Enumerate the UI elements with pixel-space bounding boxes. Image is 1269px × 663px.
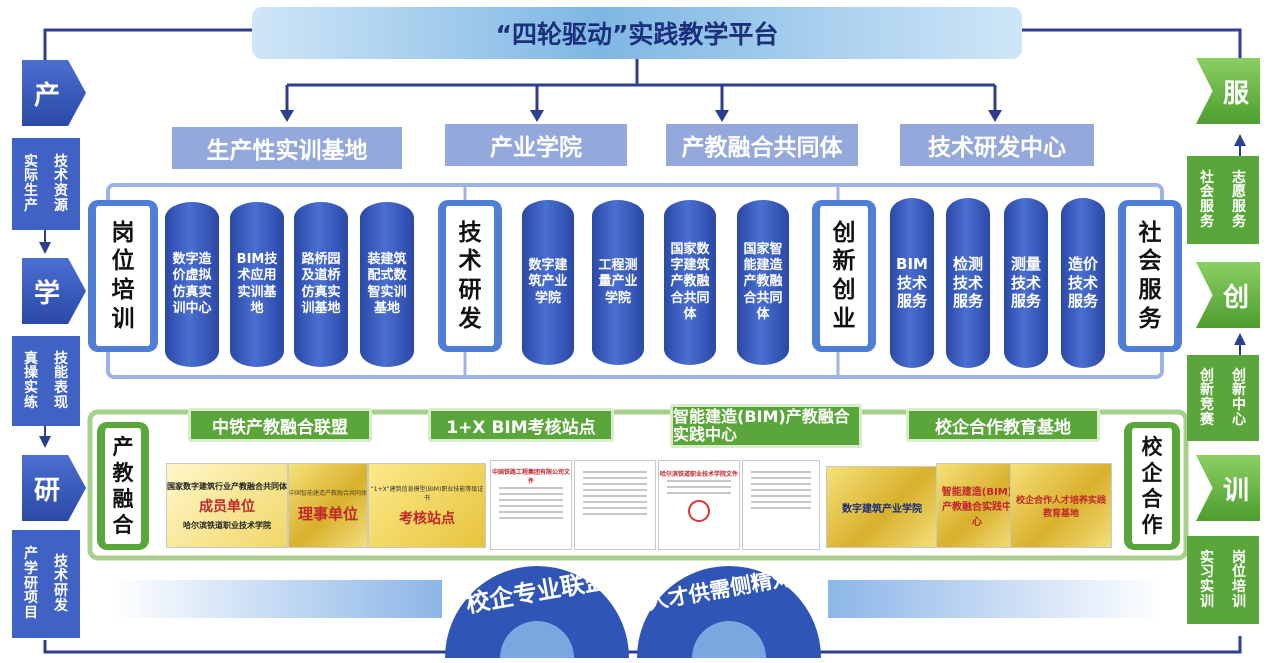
- right-box-2: 创新竞赛 创新中心: [1187, 355, 1259, 441]
- category-integration-label: 产教融合: [112, 434, 134, 538]
- left-box-1-a: 实际生产: [24, 153, 38, 214]
- doc-1-header: 中国铁路工程集团有限公司文件: [491, 469, 570, 485]
- cert-3-title: 考核站点: [399, 510, 455, 527]
- right-box-2-a: 创新竞赛: [1200, 367, 1214, 428]
- document-school: 哈尔滨铁道职业技术学院文件: [658, 460, 740, 550]
- category-tech-research: 技术研发: [438, 200, 502, 352]
- cylinder-research-4: 国家智能建造产教融合共同体: [737, 200, 789, 365]
- doc-3-header: 哈尔滨铁道职业技术学院文件: [659, 471, 738, 478]
- cert-1-header: 国家数字建筑行业产教融合共同体: [167, 481, 287, 491]
- left-box-2-a: 真操实练: [24, 350, 38, 411]
- category-social-service: 社会服务: [1118, 200, 1182, 352]
- category-job-training: 岗位培训: [88, 200, 158, 352]
- seal-icon: [688, 500, 710, 522]
- cylinder-service-3: 测量技术服务: [1004, 198, 1048, 368]
- bottom-bar-left: [112, 580, 442, 618]
- category-integration: 产教融合: [97, 422, 149, 550]
- platform-title: “四轮驱动”实践教学平台: [252, 7, 1022, 59]
- banner-bim-center: 智能建造(BIM)产教融合实践中心: [670, 404, 862, 448]
- right-box-3-b: 岗位培训: [1232, 549, 1246, 610]
- cylinder-training-1: 数字造价虚拟仿真实训中心: [165, 202, 219, 367]
- certificate-exam-site: “1+X”建筑信息模型(BIM)职业技能等级证书 考核站点: [368, 463, 486, 548]
- cylinder-research-2: 工程测量产业学院: [592, 200, 644, 365]
- cylinder-research-1: 数字建筑产业学院: [522, 200, 574, 365]
- subtitle-production-base: 生产性实训基地: [172, 127, 402, 169]
- cylinder-training-4: 装建筑配式数智实训基地: [360, 202, 414, 367]
- document-page: [574, 460, 656, 550]
- right-box-1-b: 志愿服务: [1232, 169, 1246, 230]
- left-box-1-b: 技术资源: [54, 153, 68, 214]
- left-box-2-b: 技能表现: [54, 350, 68, 411]
- left-box-3: 产学研项目 技术研发: [12, 530, 80, 638]
- cylinder-training-3: 路桥园及道桥仿真实训基地: [294, 202, 348, 367]
- category-innovation-label: 创新创业: [832, 219, 856, 332]
- right-box-3-a: 实习实训: [1200, 549, 1214, 610]
- banner-coop-base: 校企合作教育基地: [906, 408, 1100, 442]
- subtitle-community: 产教融合共同体: [666, 124, 858, 166]
- plaque-2-title: 智能建造(BIM)产教融合实践中心: [941, 487, 1013, 528]
- banner-crcc-alliance: 中铁产教融合联盟: [188, 408, 372, 442]
- subtitle-industry-college: 产业学院: [445, 124, 627, 166]
- plaque-coop-base: 校企合作人才培养实践教育基地: [1010, 463, 1112, 548]
- category-job-training-label: 岗位培训: [111, 219, 135, 332]
- right-box-1-a: 社会服务: [1200, 169, 1214, 230]
- cylinder-training-2: BIM技术应用实训基地: [230, 202, 284, 367]
- cert-1-title: 成员单位: [199, 498, 255, 515]
- right-box-3: 实习实训 岗位培训: [1187, 536, 1259, 624]
- cert-3-header: “1+X”建筑信息模型(BIM)职业技能等级证书: [370, 485, 484, 502]
- document-notice: [742, 460, 820, 550]
- document-crec: 中国铁路工程集团有限公司文件: [490, 460, 572, 550]
- cylinder-research-3: 国家数字建筑产教融合共同体: [664, 200, 716, 365]
- certificate-member: 国家数字建筑行业产教融合共同体 成员单位 哈尔滨铁道职业技术学院: [166, 463, 288, 548]
- cylinder-service-4: 造价技术服务: [1061, 198, 1105, 368]
- left-box-3-b: 技术研发: [54, 553, 68, 614]
- bottom-bar-right: [828, 580, 1162, 618]
- plaque-bim-center: 智能建造(BIM)产教融合实践中心: [936, 463, 1018, 548]
- plaque-3-title: 校企合作人才培养实践教育基地: [1015, 495, 1106, 519]
- cert-2-header: 中国智能建造产教融合共同体: [289, 489, 368, 497]
- banner-bim-site: 1+X BIM考核站点: [428, 408, 614, 442]
- category-innovation: 创新创业: [812, 200, 876, 352]
- cert-2-title: 理事单位: [297, 504, 358, 523]
- category-school-enterprise: 校企合作: [1124, 422, 1180, 550]
- cylinder-service-2: 检测技术服务: [946, 198, 990, 368]
- plaque-digital-college: 数字建筑产业学院: [826, 466, 938, 548]
- certificate-council: 中国智能建造产教融合共同体 理事单位: [288, 463, 368, 548]
- subtitle-research-center: 技术研发中心: [900, 124, 1094, 166]
- left-box-3-a: 产学研项目: [24, 546, 38, 622]
- cylinder-service-1: BIM技术服务: [890, 198, 934, 368]
- category-social-service-label: 社会服务: [1138, 219, 1162, 332]
- left-box-1: 实际生产 技术资源: [12, 138, 80, 230]
- plaque-1-title: 数字建筑产业学院: [842, 503, 922, 515]
- category-tech-research-label: 技术研发: [458, 219, 482, 332]
- left-box-2: 真操实练 技能表现: [12, 336, 80, 426]
- right-box-1: 社会服务 志愿服务: [1187, 156, 1259, 244]
- cert-1-org: 哈尔滨铁道职业技术学院: [183, 520, 271, 530]
- right-box-2-b: 创新中心: [1232, 367, 1246, 428]
- bottom-arcs: [445, 566, 821, 658]
- category-school-enterprise-label: 校企合作: [1141, 434, 1163, 538]
